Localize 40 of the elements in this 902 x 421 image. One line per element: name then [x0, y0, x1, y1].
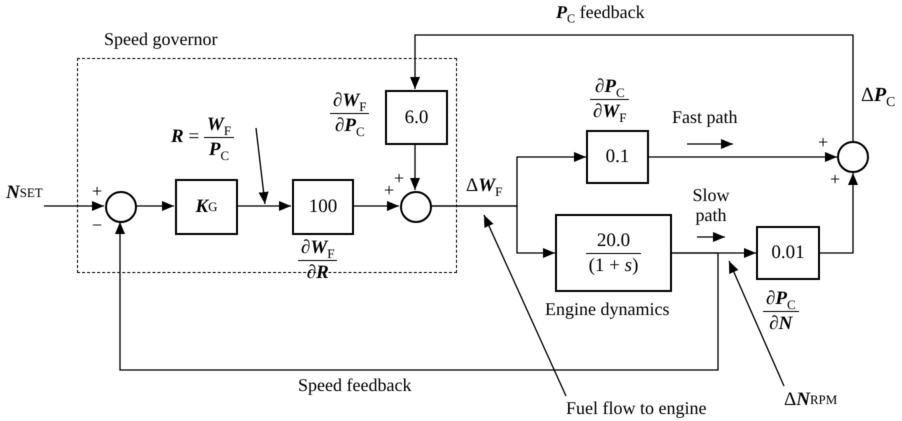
- leader-line: [728, 260, 785, 386]
- gain-block: 0.1: [586, 130, 649, 184]
- summing-junction: [837, 141, 869, 173]
- signal-label: ΔW$_{F}$: [466, 176, 502, 197]
- signal-arrow: [237, 201, 291, 211]
- signal-label: Fuel flow to engine: [566, 396, 738, 420]
- signal-arrow: [820, 173, 858, 254]
- gain-block: 0.01: [756, 226, 820, 280]
- signal-arrow: [649, 152, 837, 162]
- partial-derivative-label: ∂W$_{F}$ ∂P$_{C}$: [330, 90, 370, 137]
- signal-arrow: [115, 222, 719, 371]
- signal-label: +: [92, 182, 102, 202]
- edge-label: P$_{C}$ feedback: [556, 3, 645, 23]
- gain-block: 100: [292, 179, 354, 235]
- signal-label: Fast path: [672, 108, 738, 128]
- block-caption: Engine dynamics: [545, 300, 670, 320]
- signal-arrow: [136, 201, 174, 211]
- leader-line: [255, 128, 269, 204]
- signal-arrow: [353, 201, 399, 211]
- signal-arrow: [410, 34, 854, 141]
- signal-label: +: [384, 181, 394, 201]
- signal-arrow: [410, 144, 420, 190]
- signal-label: Slow path: [691, 186, 730, 226]
- gain-block: 6.0: [385, 90, 448, 145]
- partial-derivative-label: ∂P$_{C}$ ∂N: [763, 288, 799, 335]
- transfer-function: 20.0 (1 + s): [586, 230, 642, 276]
- output-label: ΔP$_{C}$: [861, 84, 896, 106]
- signal-label: +: [394, 169, 404, 189]
- partial-derivative-label: ∂P$_{C}$ ∂W$_{F}$: [590, 76, 630, 123]
- signal-arrow: [44, 201, 104, 211]
- signal-arrow: [431, 205, 555, 258]
- signal-label: +: [830, 170, 840, 190]
- summing-junction: [400, 191, 432, 223]
- transfer-block: [555, 214, 672, 292]
- summing-junction: [105, 191, 137, 223]
- edge-label: Speed feedback: [298, 376, 412, 396]
- leader-line: [483, 214, 567, 396]
- signal-label: +: [818, 133, 828, 153]
- group-heading: Speed governor: [104, 29, 218, 50]
- signal-label: −: [92, 216, 102, 236]
